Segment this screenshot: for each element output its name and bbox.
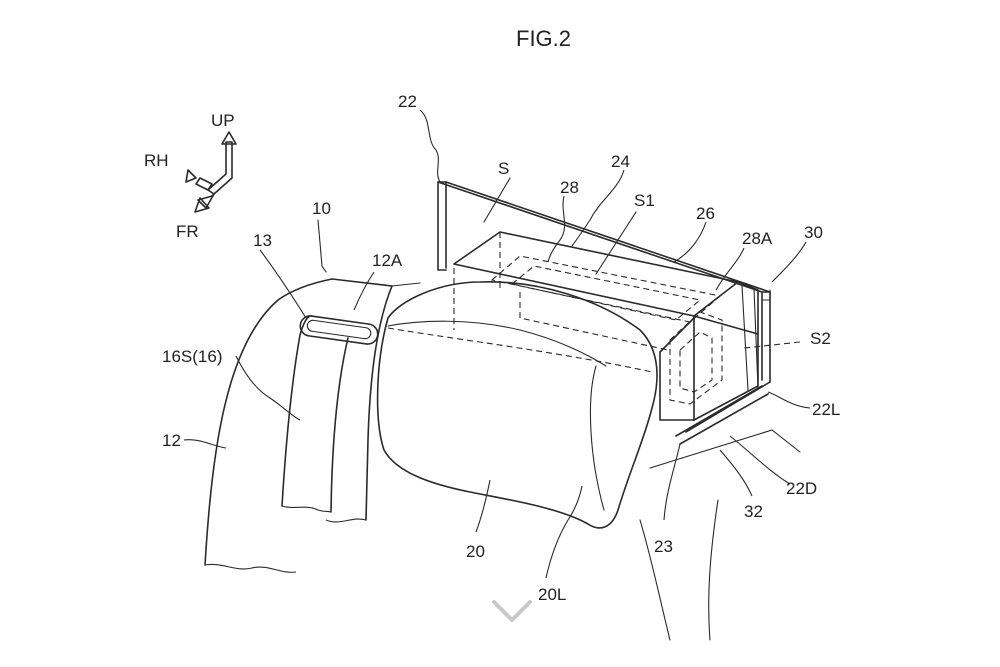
direction-fr-label: FR <box>176 222 199 241</box>
label-12: 12 <box>162 431 181 450</box>
direction-up-label: UP <box>211 111 235 130</box>
label-13: 13 <box>253 231 272 250</box>
figure-title: FIG.2 <box>516 26 571 51</box>
label-28a: 28A <box>742 229 773 248</box>
label-22l: 22L <box>812 400 840 419</box>
case-22 <box>437 181 771 445</box>
label-s2: S2 <box>810 329 831 348</box>
direction-indicator <box>185 131 237 213</box>
label-23: 23 <box>654 537 673 556</box>
housing-24 <box>453 231 759 421</box>
label-12a: 12A <box>372 251 403 270</box>
label-16s: 16S(16) <box>162 347 222 366</box>
label-32: 32 <box>744 502 763 521</box>
label-s1: S1 <box>634 191 655 210</box>
label-20l: 20L <box>538 585 566 604</box>
airbag-20 <box>376 268 658 529</box>
label-22: 22 <box>398 92 417 111</box>
body-lines <box>391 282 801 641</box>
label-22d: 22D <box>786 479 817 498</box>
label-s: S <box>498 159 509 178</box>
inner-components <box>490 232 723 405</box>
chevron-down-icon[interactable] <box>492 600 532 622</box>
label-30: 30 <box>804 223 823 242</box>
seat-back <box>204 278 393 573</box>
label-24: 24 <box>611 152 630 171</box>
label-20: 20 <box>466 542 485 561</box>
label-10: 10 <box>312 199 331 218</box>
direction-rh-label: RH <box>144 151 169 170</box>
leader-lines <box>183 109 811 579</box>
label-28: 28 <box>560 178 579 197</box>
label-26: 26 <box>696 204 715 223</box>
